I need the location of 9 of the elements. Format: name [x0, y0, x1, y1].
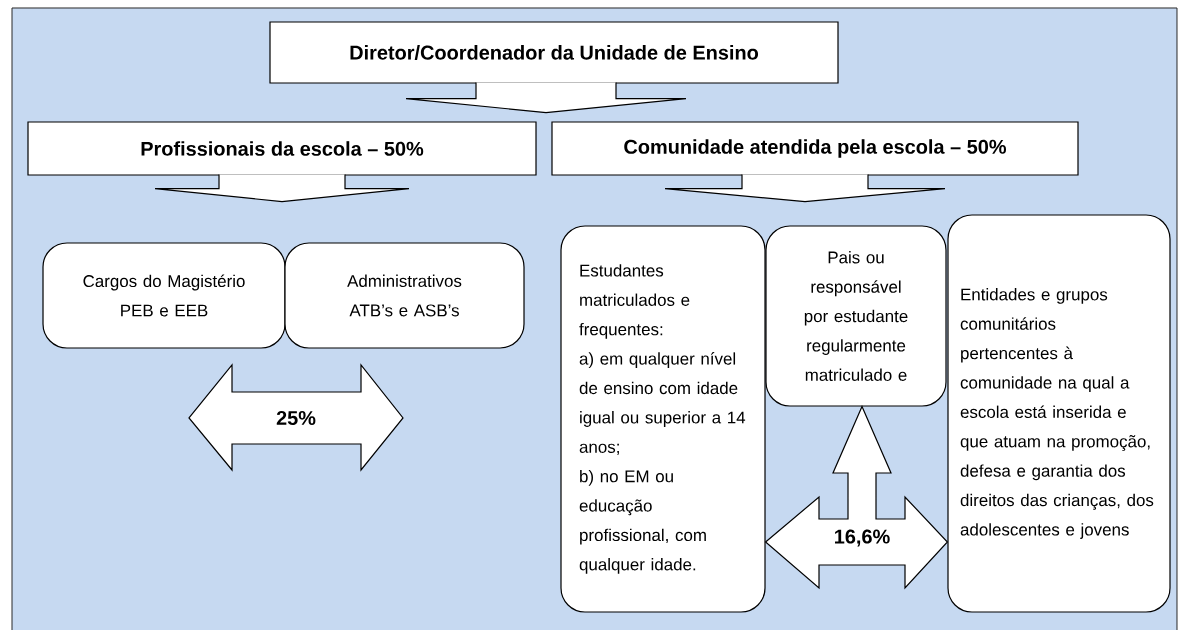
callout-box: Diretor/Coordenador da Unidade de Ensino — [269, 21, 839, 114]
rounded-box: Pais ou responsável por estudante regularmente matriculado e — [765, 225, 947, 407]
rounded-box: Administrativos ATB’s e ASB’s — [284, 242, 525, 349]
rounded-box: Estudantes matriculados e frequentes: a) em qualquer nível de ensino com idade igual ou superior a 14 anos; b) no EM ou educação profissional, com qualquer idade. — [560, 225, 766, 613]
rounded-box: Cargos do Magistério PEB e EEB — [42, 242, 286, 349]
callout-box: Comunidade atendida pela escola – 50% — [551, 121, 1079, 203]
rounded-box: Entidades e grupos comunitários pertencentes à comunidade na qual a escola está inserida e que atuam na promoção, defesa e garantia dos direitos das crianças, dos adolescentes e jovens — [947, 214, 1171, 613]
edge-label: 16,6% — [835, 529, 890, 547]
callout-box: Profissionais da escola – 50% — [27, 121, 537, 203]
